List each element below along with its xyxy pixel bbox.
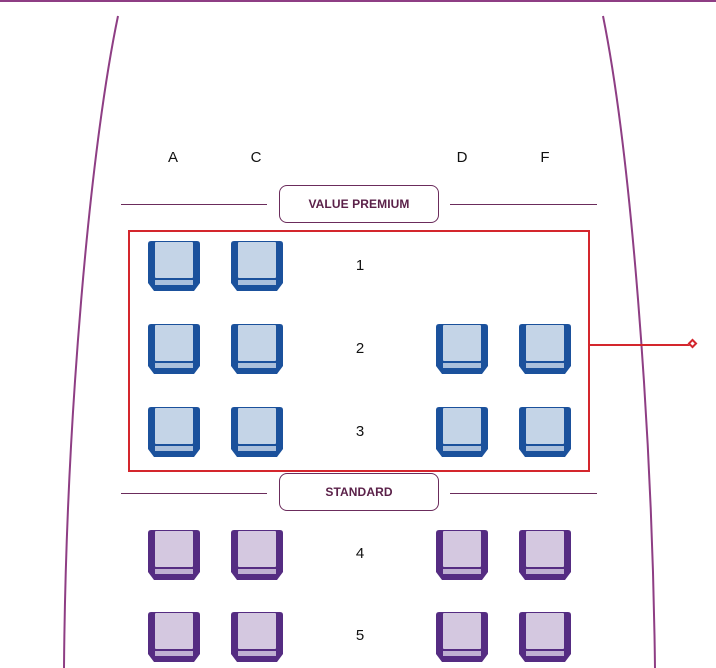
value-premium-highlight [128, 230, 590, 472]
seat-premium-icon [519, 324, 571, 374]
seat-standard-icon [436, 530, 488, 580]
standard-divider-right [450, 493, 597, 494]
seat-standard-icon [231, 530, 283, 580]
column-letter-f: F [540, 149, 550, 166]
seat-premium-icon [231, 407, 283, 457]
seat-standard-icon [148, 530, 200, 580]
seat-5f[interactable] [518, 610, 572, 664]
seat-premium-icon [148, 407, 200, 457]
seat-standard-icon [231, 612, 283, 662]
seat-premium-icon [148, 324, 200, 374]
fuselage-right-wall [602, 15, 656, 668]
top-border [0, 0, 716, 2]
row-number-4: 4 [355, 545, 365, 562]
seat-5d[interactable] [435, 610, 489, 664]
column-letter-a: A [167, 149, 178, 166]
fuselage-left-wall [63, 15, 119, 668]
seat-premium-icon [231, 324, 283, 374]
callout-line [590, 344, 690, 346]
seat-5c[interactable] [230, 610, 284, 664]
row-number-1: 1 [355, 257, 365, 274]
column-letter-c: C [250, 149, 262, 166]
seat-standard-icon [148, 612, 200, 662]
seat-2f[interactable] [518, 322, 572, 376]
seat-2a[interactable] [147, 322, 201, 376]
seat-3f[interactable] [518, 405, 572, 459]
seat-4a[interactable] [147, 528, 201, 582]
seat-premium-icon [436, 407, 488, 457]
standard-divider-left [121, 493, 267, 494]
seat-premium-icon [519, 407, 571, 457]
seat-4d[interactable] [435, 528, 489, 582]
seat-4f[interactable] [518, 528, 572, 582]
row-number-3: 3 [355, 423, 365, 440]
row-number-2: 2 [355, 340, 365, 357]
seat-standard-icon [519, 612, 571, 662]
seat-standard-icon [436, 612, 488, 662]
value-premium-divider-right [450, 204, 597, 205]
seat-5a[interactable] [147, 610, 201, 664]
value-premium-label: VALUE PREMIUM [279, 185, 439, 223]
seat-3c[interactable] [230, 405, 284, 459]
seat-1c[interactable] [230, 239, 284, 293]
seat-1a[interactable] [147, 239, 201, 293]
seat-premium-icon [231, 241, 283, 291]
seat-4c[interactable] [230, 528, 284, 582]
seat-premium-icon [148, 241, 200, 291]
seat-standard-icon [519, 530, 571, 580]
seat-3d[interactable] [435, 405, 489, 459]
standard-label: STANDARD [279, 473, 439, 511]
seat-2c[interactable] [230, 322, 284, 376]
seat-2d[interactable] [435, 322, 489, 376]
value-premium-divider-left [121, 204, 267, 205]
column-letter-d: D [456, 149, 468, 166]
seat-premium-icon [436, 324, 488, 374]
row-number-5: 5 [355, 627, 365, 644]
seat-3a[interactable] [147, 405, 201, 459]
